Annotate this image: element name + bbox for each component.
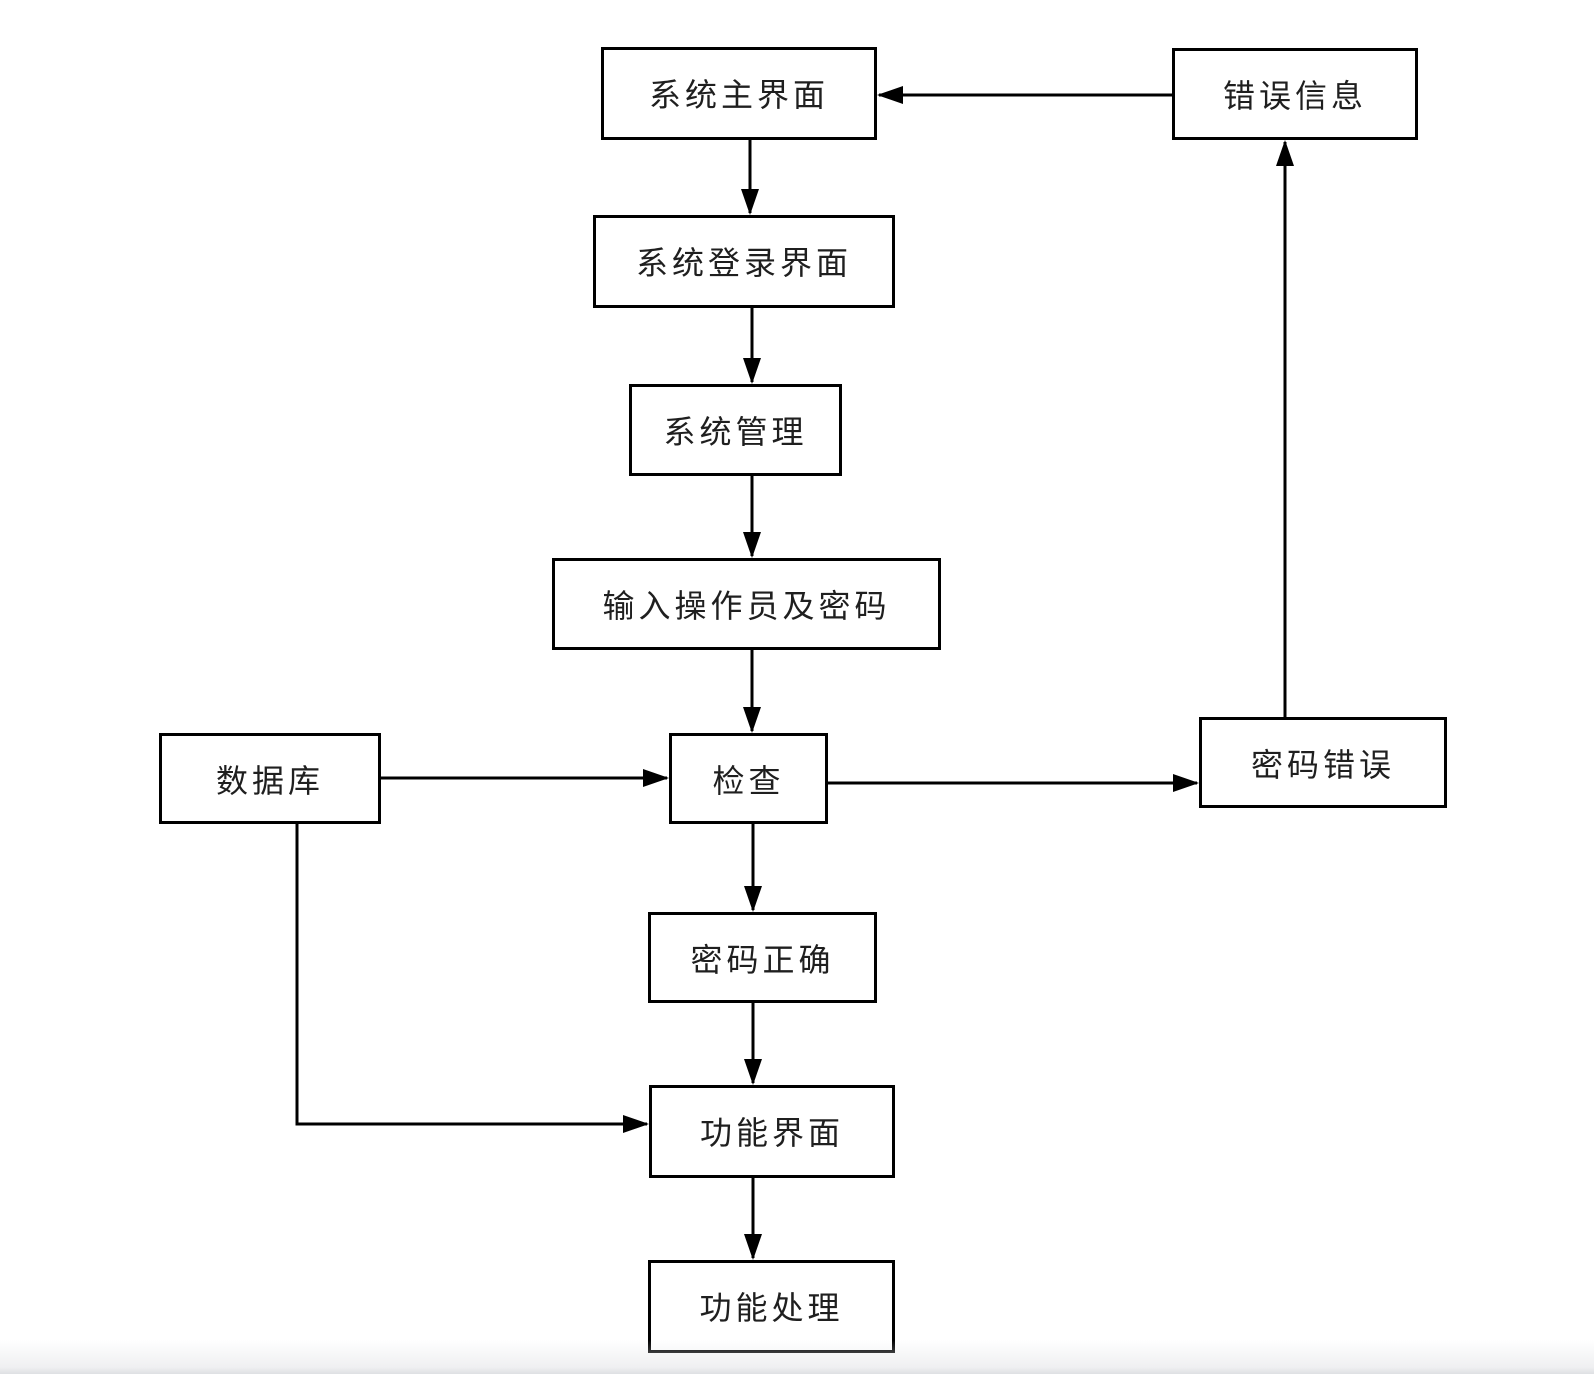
node-check: 检查 [669,733,828,824]
node-function-process: 功能处理 [648,1260,895,1353]
node-system-main-ui: 系统主界面 [601,47,877,140]
node-function-ui: 功能界面 [649,1085,895,1178]
node-password-wrong: 密码错误 [1199,717,1447,808]
node-input-operator-passwd: 输入操作员及密码 [552,558,941,650]
node-system-management: 系统管理 [629,384,842,476]
node-error-info: 错误信息 [1172,48,1418,140]
node-password-correct: 密码正确 [648,912,877,1003]
edge-database-to-function-ui [295,824,649,1133]
node-system-login-ui: 系统登录界面 [593,215,895,308]
node-database: 数据库 [159,733,381,824]
